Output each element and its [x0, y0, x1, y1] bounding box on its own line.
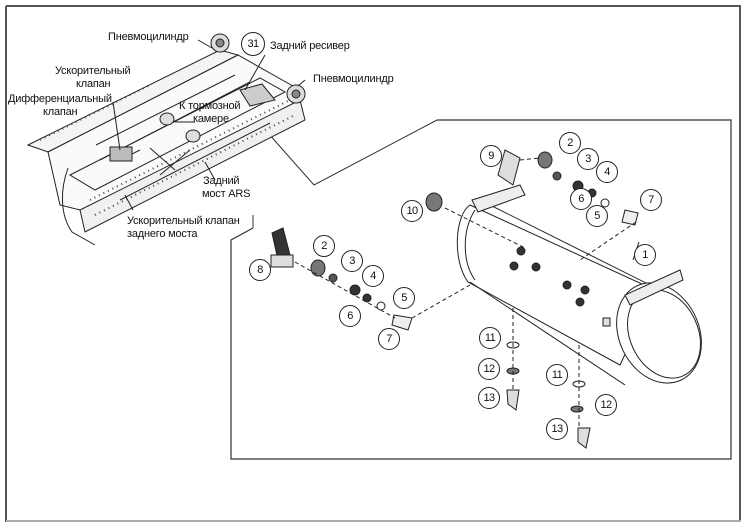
callout-7: 7: [640, 189, 662, 211]
callout-5-left: 5: [393, 287, 415, 309]
detail-frame: [230, 119, 732, 460]
callout-31: 31: [241, 32, 265, 56]
label-pneumocylinder-top: Пневмоцилиндр: [108, 31, 189, 43]
label-relay-valve-line2: клапан: [76, 78, 111, 90]
callout-11-left: 11: [479, 327, 501, 349]
callout-2: 2: [559, 132, 581, 154]
callout-4-left: 4: [362, 265, 384, 287]
label-rear-axle-line2: мост ARS: [202, 188, 251, 200]
callout-13-left: 13: [478, 387, 500, 409]
outer-frame: [5, 5, 741, 522]
tank-drawing: [456, 184, 702, 386]
callout-12-left: 12: [478, 358, 500, 380]
callout-7-left: 7: [378, 328, 400, 350]
label-rear-axle-line1: Задний: [203, 175, 240, 187]
callout-11-right: 11: [546, 364, 568, 386]
label-rear-receiver: Задний ресивер: [270, 40, 350, 52]
label-rear-relay-line1: Ускорительный клапан: [127, 215, 240, 227]
callout-13-right: 13: [546, 418, 568, 440]
callout-10: 10: [401, 200, 423, 222]
callout-5: 5: [586, 205, 608, 227]
callout-2-left: 2: [313, 235, 335, 257]
label-brake-chamber-line2: камере: [193, 113, 229, 125]
callout-6: 6: [570, 188, 592, 210]
chassis-drawing: [26, 33, 306, 246]
callout-9: 9: [480, 145, 502, 167]
callout-3-left: 3: [341, 250, 363, 272]
label-relay-valve-line1: Ускорительный: [55, 65, 131, 77]
label-diff-valve-line1: Дифференциальный: [8, 93, 112, 105]
callout-3: 3: [577, 148, 599, 170]
callout-8: 8: [249, 259, 271, 281]
callout-1: 1: [634, 244, 656, 266]
zoom-leader: [267, 119, 438, 186]
label-pneumocylinder-right: Пневмоцилиндр: [313, 73, 394, 85]
label-brake-chamber-line1: К тормозной: [179, 100, 241, 112]
callout-6-left: 6: [339, 305, 361, 327]
callout-4: 4: [596, 161, 618, 183]
label-rear-relay-line2: заднего моста: [127, 228, 198, 240]
label-diff-valve-line2: клапан: [43, 106, 78, 118]
callout-12-right: 12: [595, 394, 617, 416]
